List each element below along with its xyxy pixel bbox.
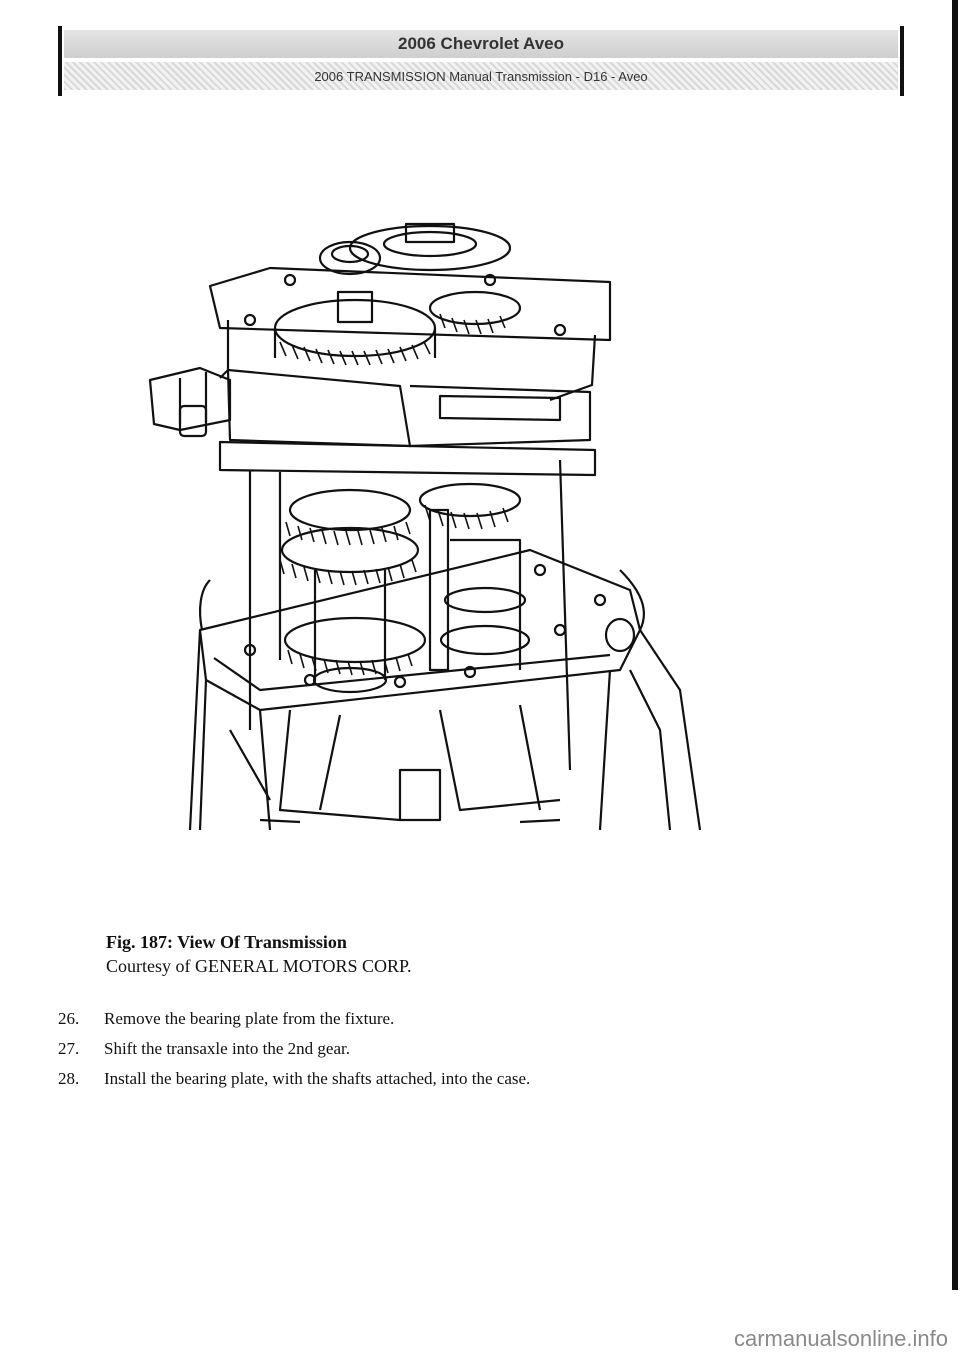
document-header: 2006 Chevrolet Aveo 2006 TRANSMISSION Ma…	[58, 26, 904, 96]
list-item: 26. Remove the bearing plate from the fi…	[58, 1004, 530, 1034]
document-subtitle: 2006 TRANSMISSION Manual Transmission - …	[64, 62, 898, 90]
list-item: 27. Shift the transaxle into the 2nd gea…	[58, 1034, 530, 1064]
procedure-steps: 26. Remove the bearing plate from the fi…	[58, 1004, 530, 1094]
document-title: 2006 Chevrolet Aveo	[64, 30, 898, 58]
step-number: 28.	[58, 1069, 80, 1088]
step-number: 27.	[58, 1039, 80, 1058]
header-left-rule	[58, 26, 62, 96]
step-text: Install the bearing plate, with the shaf…	[104, 1069, 531, 1088]
step-number: 26.	[58, 1009, 80, 1028]
step-text: Shift the transaxle into the 2nd gear.	[104, 1039, 350, 1058]
step-text: Remove the bearing plate from the fixtur…	[104, 1009, 395, 1028]
watermark: carmanualsonline.info	[733, 1326, 948, 1351]
figure-title: Fig. 187: View Of Transmission	[106, 932, 347, 952]
figure-credit: Courtesy of GENERAL MOTORS CORP.	[106, 956, 412, 976]
list-item: 28. Install the bearing plate, with the …	[58, 1064, 530, 1094]
transmission-illustration	[140, 210, 720, 850]
page-border	[952, 0, 958, 1290]
figure-caption: Fig. 187: View Of Transmission Courtesy …	[106, 930, 412, 978]
header-right-rule	[900, 26, 904, 96]
